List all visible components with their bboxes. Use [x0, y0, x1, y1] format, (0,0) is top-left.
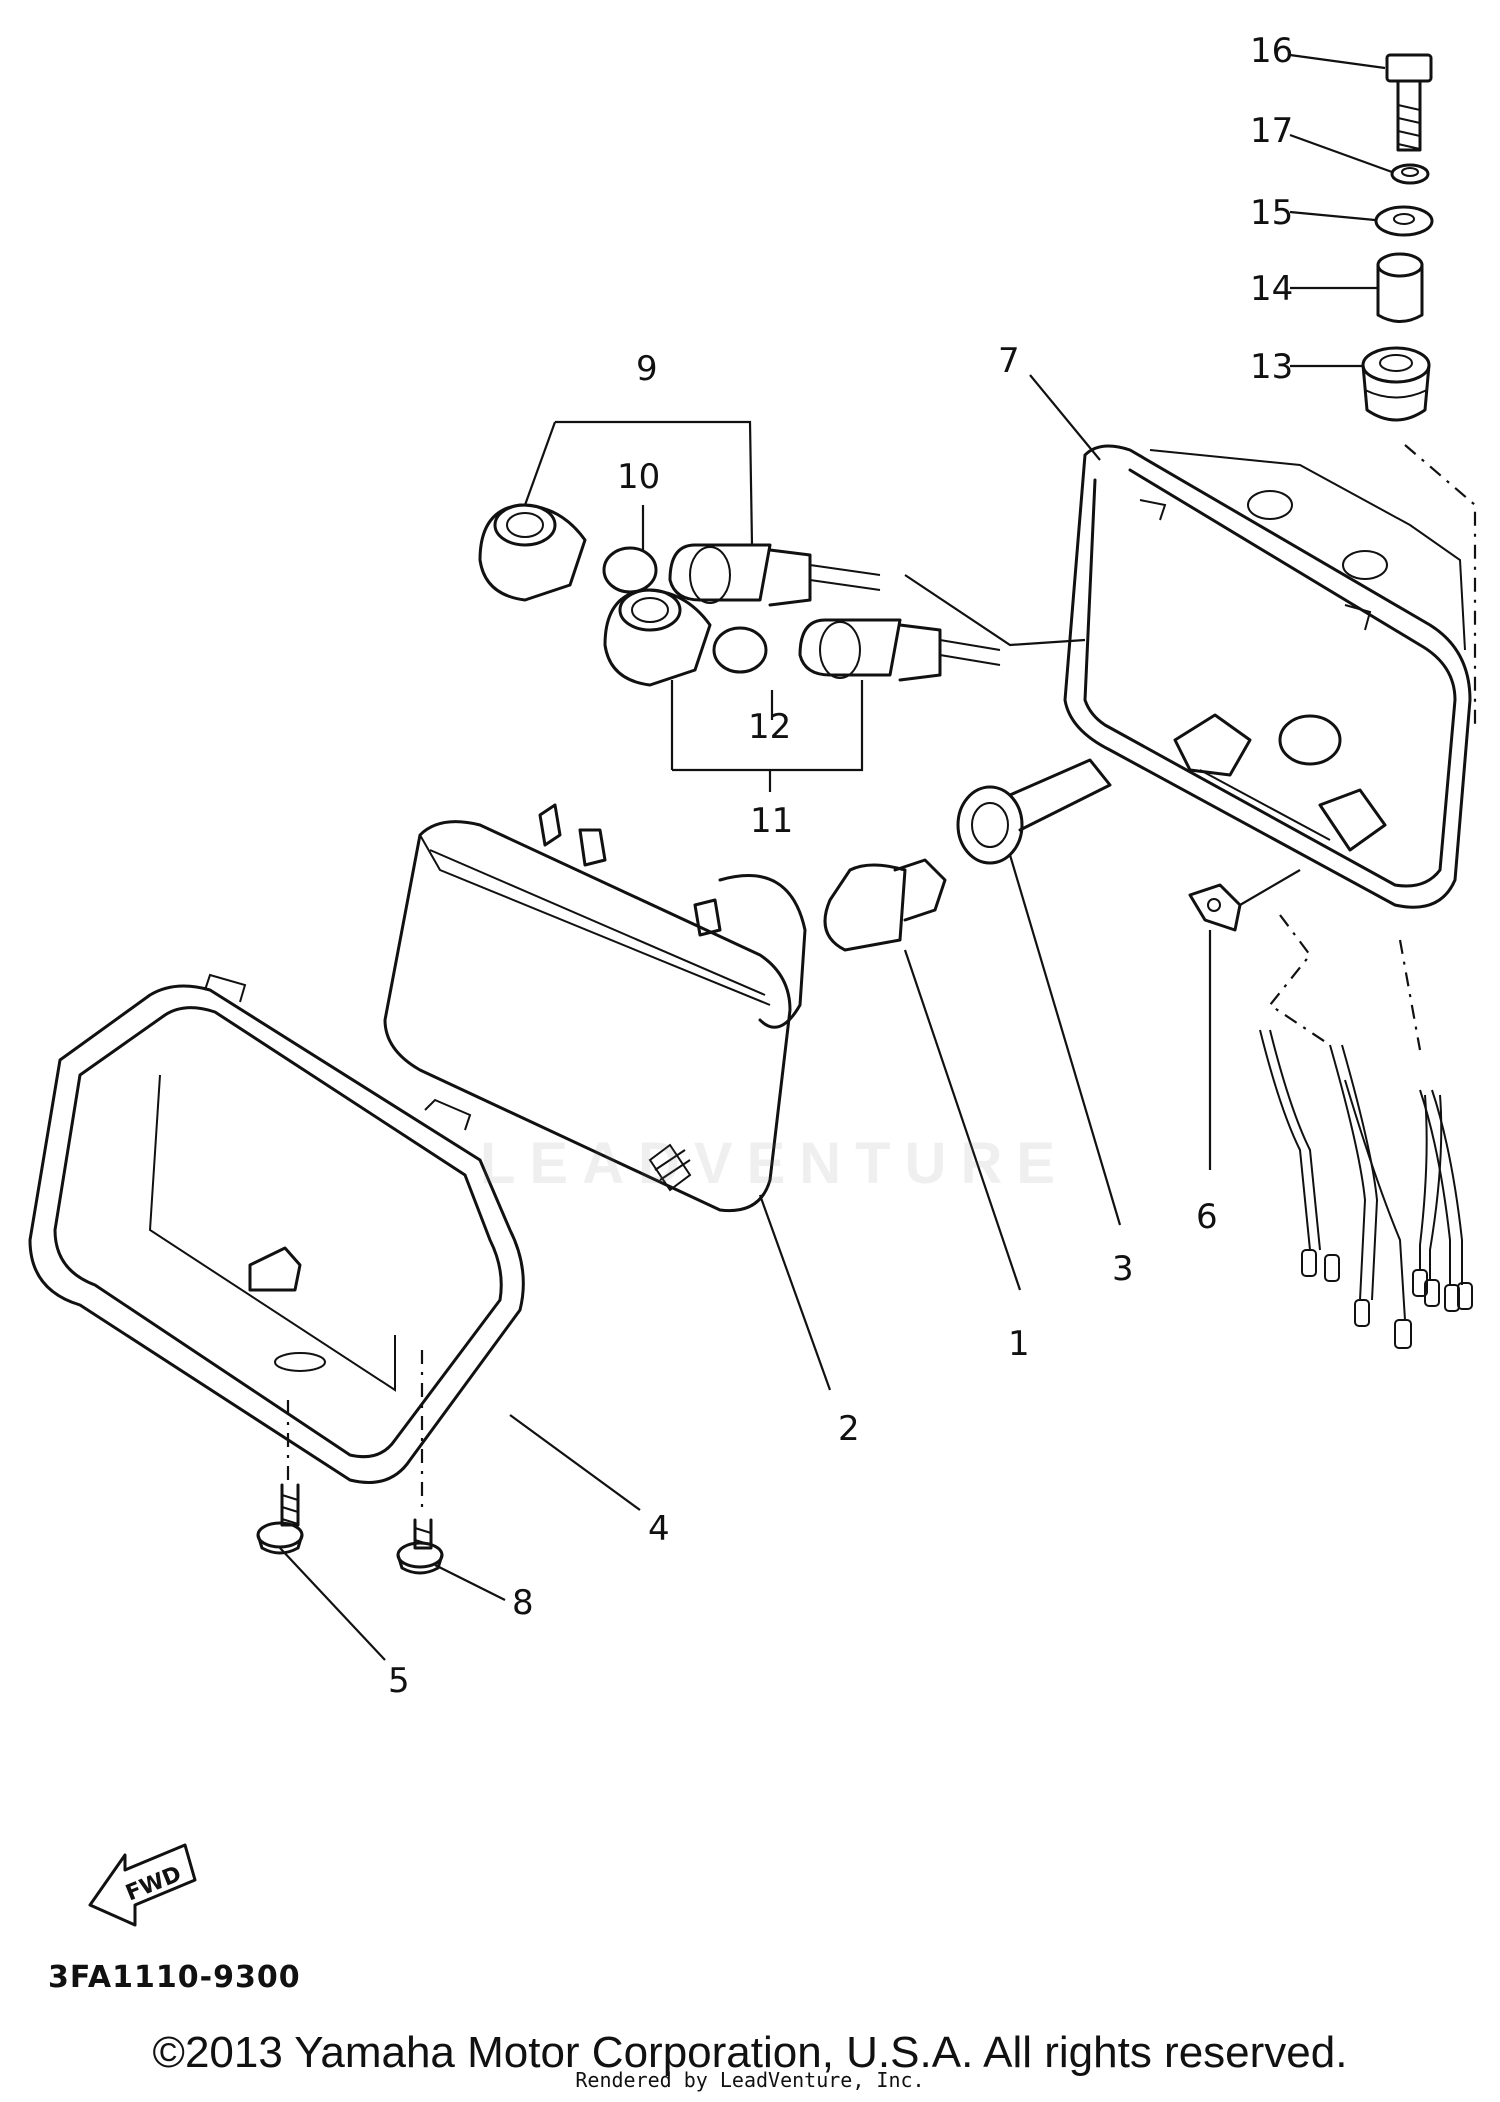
forward-arrow: FWD — [88, 1843, 197, 1927]
screw-right[interactable] — [396, 1518, 444, 1575]
lock-washer[interactable] — [1390, 163, 1430, 185]
wiring-harness — [1259, 1029, 1473, 1349]
screw-left[interactable] — [256, 1483, 304, 1555]
callout-16: 16 — [1250, 31, 1293, 71]
flasher-bulb-kit-upper[interactable] — [478, 503, 881, 607]
headlight-lens-unit[interactable] — [383, 803, 807, 1213]
bulb-socket[interactable] — [956, 758, 1112, 865]
leader-lines — [279, 53, 1422, 1661]
callout-17: 17 — [1250, 111, 1293, 151]
callout-2: 2 — [838, 1409, 860, 1449]
diagram-code: 3FA1110-9300 — [48, 1960, 301, 1995]
rendered-by-credit: Rendered by LeadVenture, Inc. — [575, 2068, 925, 2092]
callout-4: 4 — [648, 1509, 670, 1549]
callout-15: 15 — [1250, 193, 1293, 233]
watermark: LEADVENTURE — [480, 1131, 1070, 1196]
callout-1: 1 — [1008, 1324, 1030, 1364]
callout-9: 9 — [636, 349, 658, 389]
headlight-bulb[interactable] — [823, 858, 947, 952]
callout-3: 3 — [1112, 1249, 1134, 1289]
callout-numbers: 16 17 15 14 13 7 9 10 12 11 1 3 6 2 4 8 … — [388, 31, 1293, 1701]
callout-14: 14 — [1250, 269, 1293, 309]
bolt[interactable] — [1385, 53, 1433, 152]
callout-6: 6 — [1196, 1197, 1218, 1237]
callout-11: 11 — [750, 801, 793, 841]
flasher-bulb-kit-lower[interactable] — [603, 588, 1001, 687]
grommet[interactable] — [1361, 346, 1431, 422]
copyright-notice: ©2013 Yamaha Motor Corporation, U.S.A. A… — [152, 2028, 1348, 2077]
callout-7: 7 — [998, 341, 1020, 381]
callout-5: 5 — [388, 1661, 410, 1701]
callout-13: 13 — [1250, 347, 1293, 387]
connector-terminals — [1301, 1249, 1473, 1349]
headlight-rim[interactable] — [28, 973, 525, 1484]
callout-10: 10 — [617, 457, 660, 497]
callout-12: 12 — [748, 707, 791, 747]
speed-nut[interactable] — [1188, 883, 1242, 932]
callout-8: 8 — [512, 1583, 534, 1623]
collar[interactable] — [1376, 252, 1424, 323]
plain-washer[interactable] — [1374, 205, 1434, 237]
headlight-housing[interactable] — [1063, 444, 1472, 909]
